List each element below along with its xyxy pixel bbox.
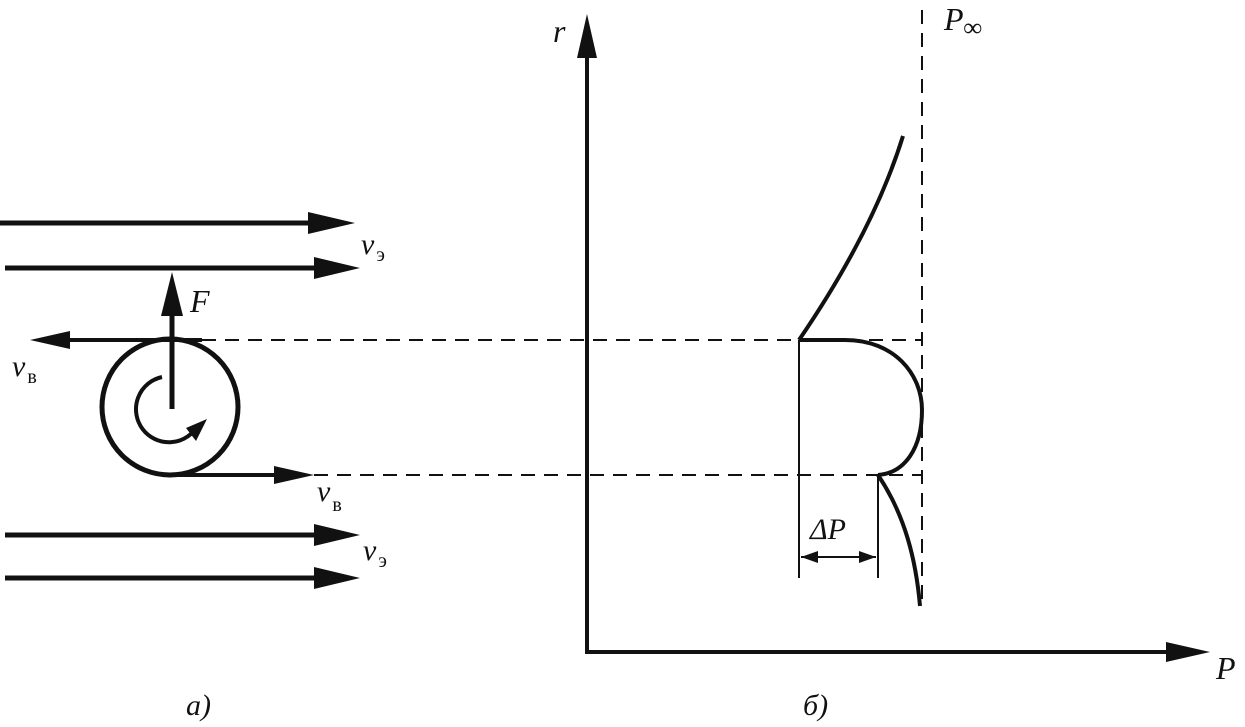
- upper-flow-arrows: [0, 212, 360, 279]
- x-axis-label: P: [1215, 650, 1236, 686]
- flow-arrowhead-bottom-2: [314, 567, 360, 589]
- rotation-arrowhead: [186, 419, 207, 441]
- flow-arrowhead-top-1: [308, 212, 355, 234]
- flow-arrowhead-bottom-1: [314, 524, 360, 546]
- force-arrowhead: [161, 272, 183, 316]
- part-b: r P P∞ ΔP б): [553, 1, 1236, 722]
- caption-a: а): [186, 689, 211, 722]
- projection-lines: [202, 339, 922, 476]
- caption-b: б): [803, 689, 828, 722]
- delta-p-arrowhead-left: [801, 551, 818, 563]
- delta-p-label: ΔP: [809, 513, 846, 546]
- delta-p-arrowhead-right: [859, 551, 876, 563]
- force-label: F: [189, 283, 210, 319]
- flow-arrowhead-top-2: [314, 257, 360, 279]
- wall-velocity-arrowhead-top: [30, 331, 70, 349]
- wall-velocity-arrowhead-bottom: [274, 466, 314, 484]
- y-axis-arrowhead: [577, 14, 597, 58]
- asymptote-label: P∞: [943, 1, 982, 42]
- pressure-curve-cylinder: [799, 338, 925, 477]
- pressure-curve-lower: [876, 473, 922, 607]
- y-axis-label: r: [553, 13, 566, 49]
- pressure-curve-upper: [797, 135, 905, 342]
- lower-flow-arrows: [5, 524, 360, 589]
- rotation-arrow-icon: [134, 375, 200, 445]
- x-axis-arrowhead: [1166, 642, 1210, 662]
